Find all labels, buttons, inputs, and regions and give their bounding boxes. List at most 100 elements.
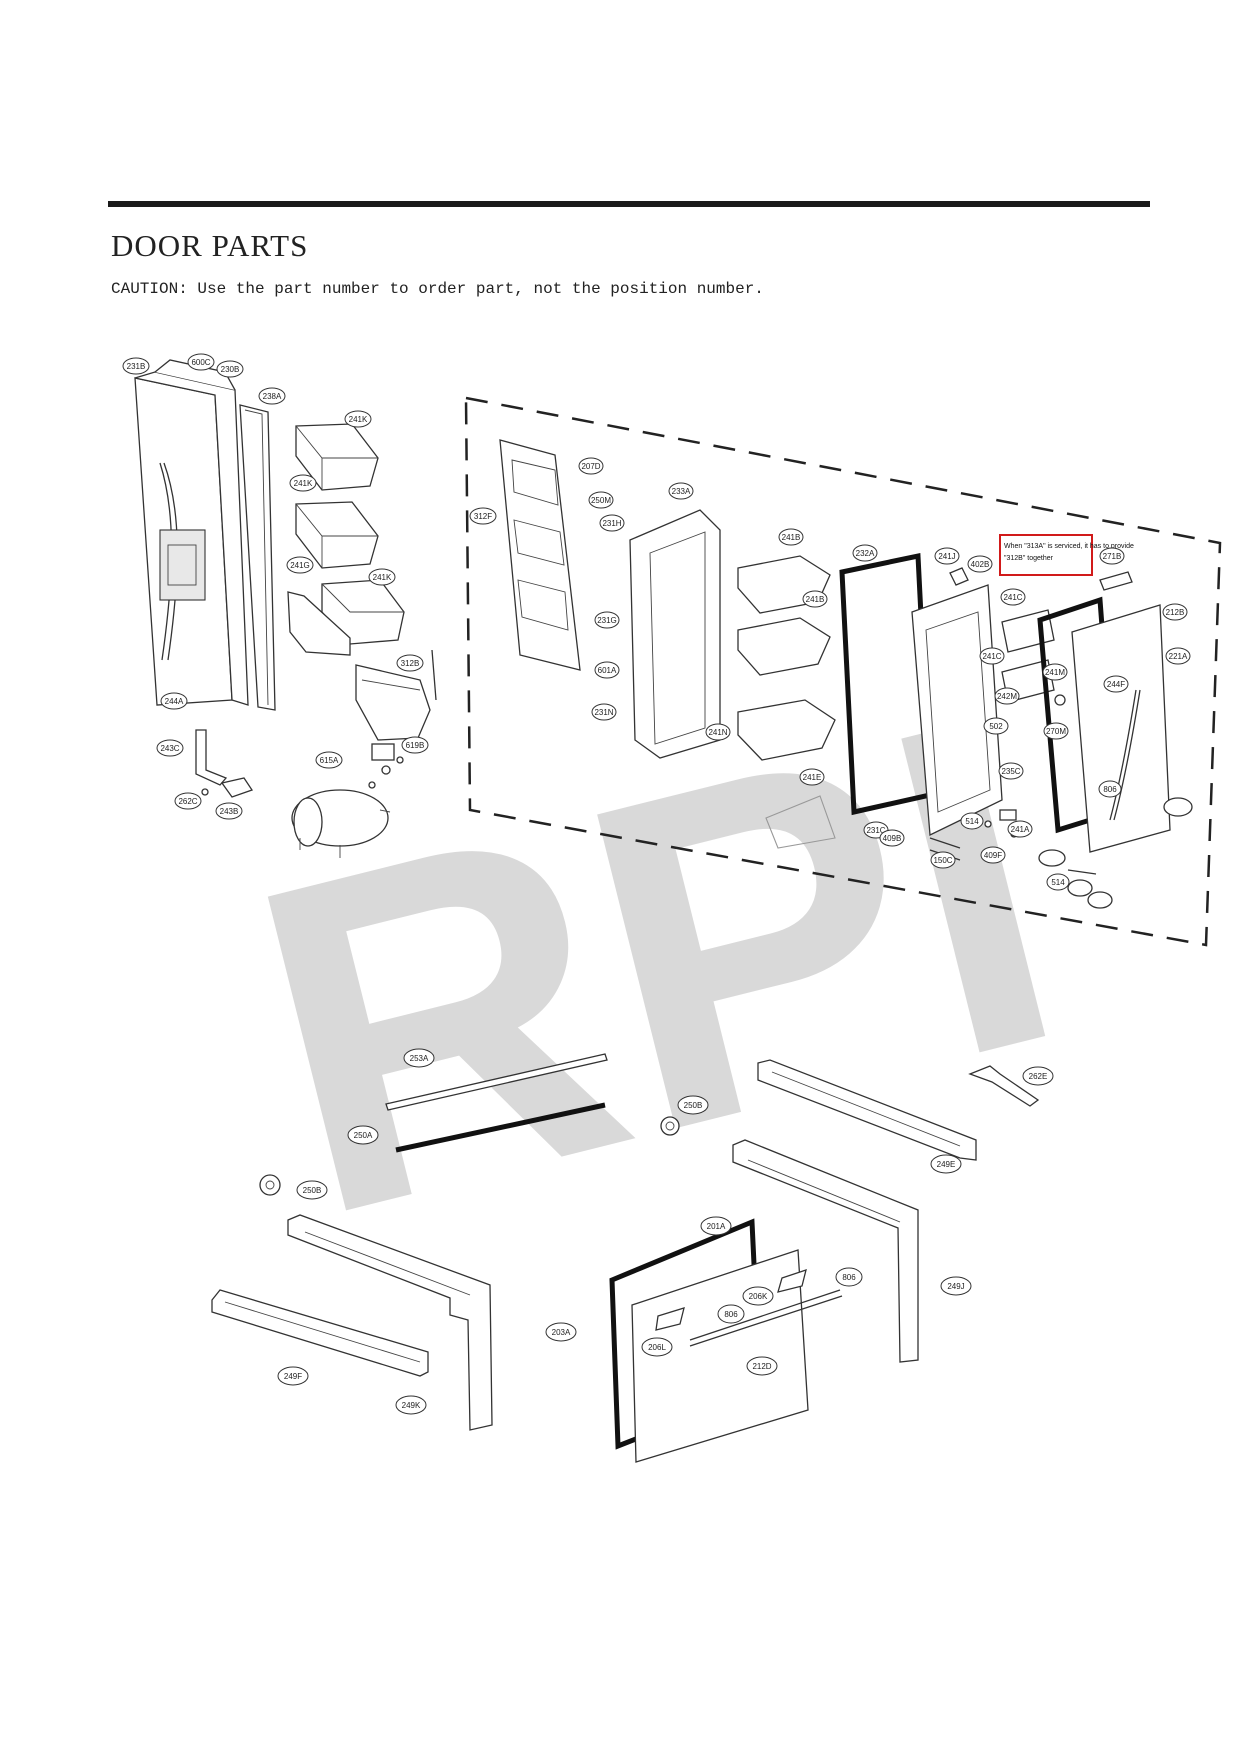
- svg-text:244A: 244A: [165, 697, 184, 706]
- label-262C: 262C: [174, 792, 202, 810]
- label-212B: 212B: [1162, 603, 1188, 621]
- svg-text:806: 806: [1103, 785, 1117, 794]
- svg-text:806: 806: [842, 1273, 856, 1282]
- svg-text:150C: 150C: [933, 856, 952, 865]
- svg-text:271B: 271B: [1103, 552, 1122, 561]
- svg-text:806: 806: [724, 1310, 738, 1319]
- svg-text:262E: 262E: [1029, 1072, 1048, 1081]
- label-243C: 243C: [156, 739, 184, 757]
- svg-text:250A: 250A: [354, 1131, 373, 1140]
- label-250B-2: 250B: [296, 1180, 328, 1200]
- svg-text:230B: 230B: [221, 365, 240, 374]
- label-806-top: 806: [1098, 780, 1122, 798]
- svg-text:231C: 231C: [866, 826, 885, 835]
- label-241G: 241G: [286, 556, 314, 574]
- svg-text:201A: 201A: [707, 1222, 726, 1231]
- svg-text:241C: 241C: [1003, 593, 1022, 602]
- svg-text:241M: 241M: [1045, 668, 1065, 677]
- label-262E: 262E: [1022, 1066, 1054, 1086]
- svg-text:232A: 232A: [856, 549, 875, 558]
- svg-text:231H: 231H: [602, 519, 621, 528]
- svg-text:241K: 241K: [294, 479, 313, 488]
- gear-250B-2: [259, 1174, 281, 1196]
- label-409B: 409B: [879, 829, 905, 847]
- label-244A: 244A: [160, 692, 188, 710]
- svg-text:241B: 241B: [782, 533, 801, 542]
- svg-text:212D: 212D: [752, 1362, 771, 1371]
- svg-text:231G: 231G: [597, 616, 617, 625]
- door-bin-241N: [737, 699, 836, 761]
- svg-text:241N: 241N: [708, 728, 727, 737]
- label-250B-1: 250B: [677, 1095, 709, 1115]
- service-note-line2: "312B" together: [1004, 555, 1054, 562]
- label-243B: 243B: [215, 802, 243, 820]
- svg-text:250B: 250B: [684, 1101, 703, 1110]
- label-242M: 242M: [994, 687, 1020, 705]
- misc-hardware: [929, 694, 1193, 909]
- label-249F: 249F: [277, 1366, 309, 1386]
- rail-249E: [757, 1059, 977, 1161]
- left-door-assembly: [134, 359, 276, 711]
- door-bin-241K-2: [295, 501, 379, 569]
- label-619B: 619B: [401, 736, 429, 754]
- svg-text:207D: 207D: [581, 462, 600, 471]
- svg-text:409F: 409F: [984, 851, 1002, 860]
- label-271B: 271B: [1099, 547, 1125, 565]
- label-238A: 238A: [258, 387, 286, 405]
- label-409F: 409F: [980, 846, 1006, 864]
- hinge-bracket-243C: [195, 729, 228, 786]
- label-212D: 212D: [746, 1356, 778, 1376]
- door-bin-312B: [355, 649, 437, 741]
- svg-text:203A: 203A: [552, 1328, 571, 1337]
- label-241M: 241M: [1042, 663, 1068, 681]
- label-221A: 221A: [1165, 647, 1191, 665]
- svg-text:233A: 233A: [672, 487, 691, 496]
- svg-text:312B: 312B: [401, 659, 420, 668]
- hinge-243B: [201, 777, 254, 798]
- label-232A: 232A: [852, 544, 878, 562]
- label-250A: 250A: [347, 1125, 379, 1145]
- svg-text:212B: 212B: [1166, 608, 1185, 617]
- svg-text:231N: 231N: [594, 708, 613, 717]
- valve-619B: [368, 743, 404, 789]
- label-231G: 231G: [594, 611, 620, 629]
- svg-text:206L: 206L: [648, 1343, 666, 1352]
- svg-text:514: 514: [1051, 878, 1065, 887]
- label-253A: 253A: [403, 1048, 435, 1068]
- svg-text:249J: 249J: [947, 1282, 964, 1291]
- label-206K: 206K: [742, 1286, 774, 1306]
- label-312F: 312F: [469, 507, 497, 525]
- header-rule: [108, 201, 1150, 207]
- label-206L: 206L: [641, 1337, 673, 1357]
- label-241N: 241N: [705, 723, 731, 741]
- svg-text:409B: 409B: [883, 834, 902, 843]
- outer-door-221A: [1071, 604, 1171, 853]
- svg-text:221A: 221A: [1169, 652, 1188, 661]
- svg-text:262C: 262C: [178, 797, 197, 806]
- door-bin-241E: [765, 795, 836, 849]
- label-250M: 250M: [588, 491, 614, 509]
- svg-text:402B: 402B: [971, 560, 990, 569]
- page-title: DOOR PARTS: [111, 228, 309, 263]
- svg-text:241B: 241B: [806, 595, 825, 604]
- svg-text:231B: 231B: [127, 362, 146, 371]
- svg-text:270M: 270M: [1046, 727, 1066, 736]
- svg-text:243C: 243C: [160, 744, 179, 753]
- label-241K-2: 241K: [289, 474, 317, 492]
- label-235C: 235C: [998, 762, 1024, 780]
- svg-text:241K: 241K: [349, 415, 368, 424]
- caution-text: CAUTION: Use the part number to order pa…: [111, 280, 764, 298]
- label-806-2: 806: [717, 1304, 745, 1324]
- wrench-262E: [968, 1065, 1040, 1107]
- svg-text:502: 502: [989, 722, 1003, 731]
- svg-text:241K: 241K: [373, 573, 392, 582]
- label-615A: 615A: [315, 751, 343, 769]
- label-806-1: 806: [835, 1267, 863, 1287]
- svg-text:241G: 241G: [290, 561, 310, 570]
- drawer-door-203A: [631, 1249, 843, 1463]
- label-249E: 249E: [930, 1154, 962, 1174]
- door-panel-312F: [499, 439, 581, 671]
- label-241A: 241A: [1007, 820, 1033, 838]
- gasket-250A: [395, 1102, 606, 1153]
- svg-text:615A: 615A: [320, 756, 339, 765]
